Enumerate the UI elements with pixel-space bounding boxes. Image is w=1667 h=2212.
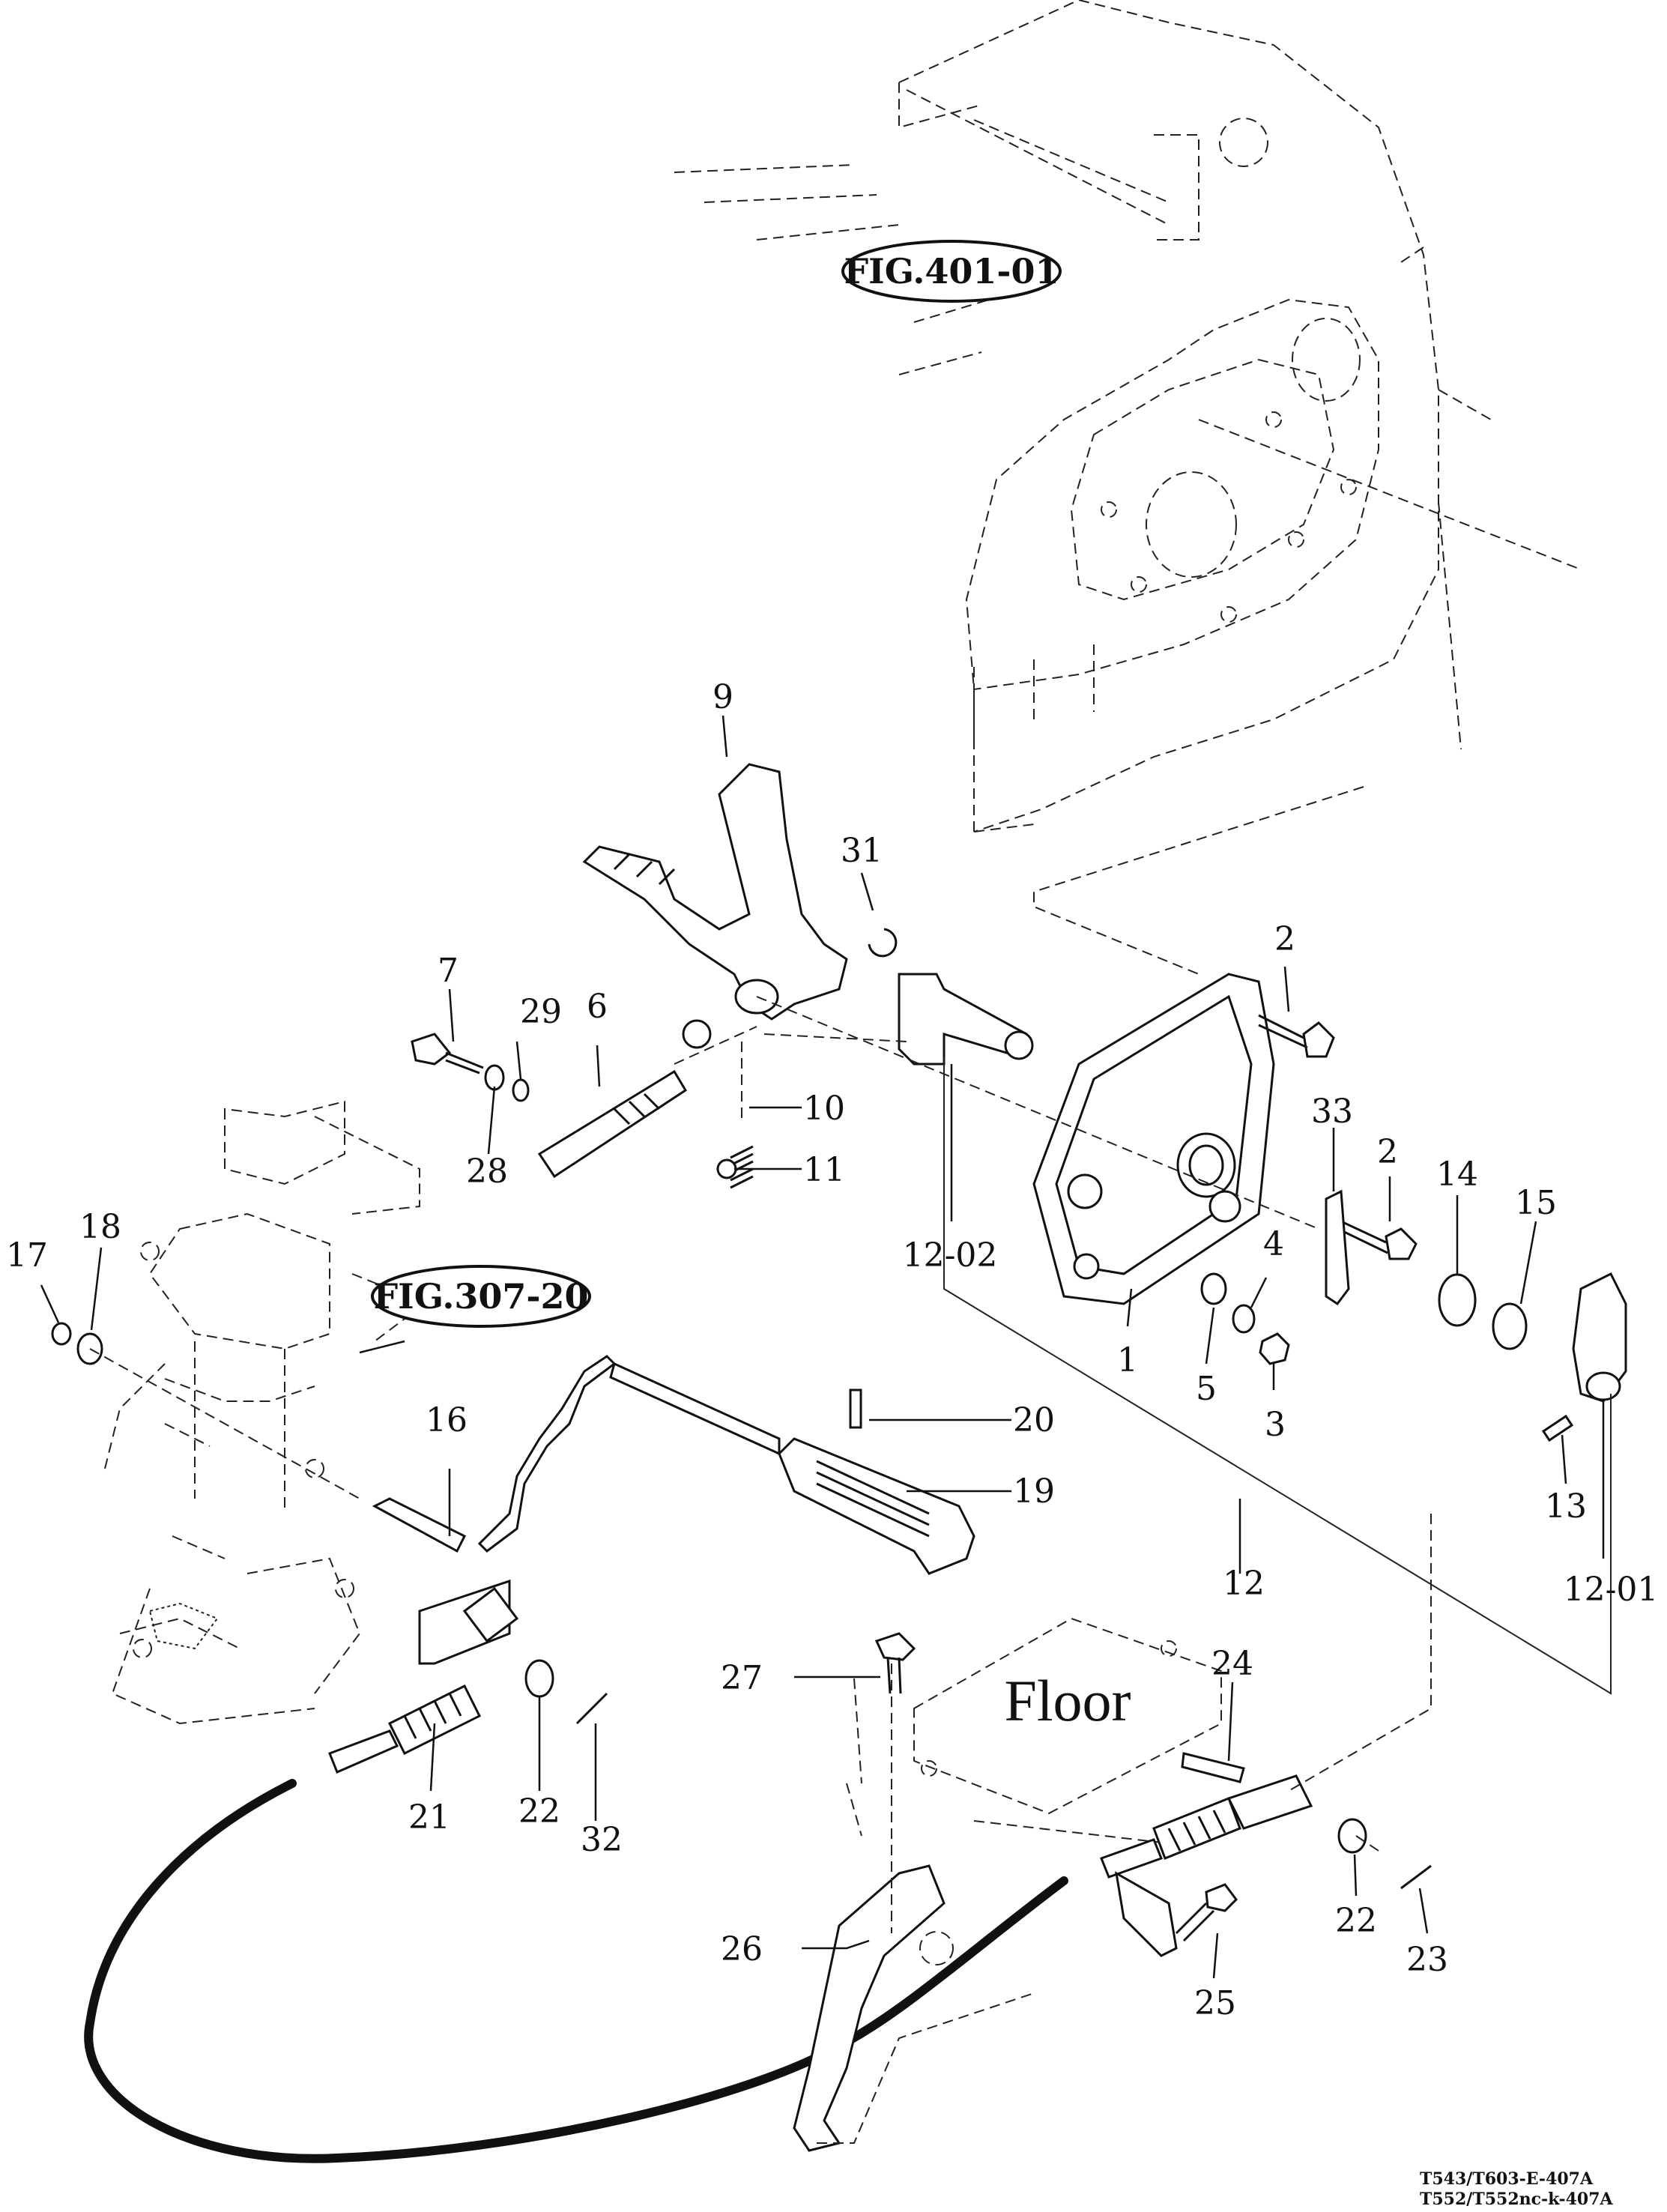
svg-text:FIG.307-20: FIG.307-20 <box>374 1276 589 1317</box>
part-spring <box>730 1145 754 1189</box>
part-label: 25 <box>1194 1984 1236 2022</box>
part-arm <box>1572 1272 1627 1403</box>
part-bearing <box>1438 1273 1477 1327</box>
part-cotter-pin <box>575 1692 608 1725</box>
part-shift-fork <box>582 763 848 1021</box>
part-label: 9 <box>713 678 733 716</box>
part-label: 22 <box>518 1792 560 1831</box>
part-clip <box>51 1322 72 1346</box>
part-plate <box>1325 1189 1350 1306</box>
part-washer <box>512 1078 530 1102</box>
part-label: 4 <box>1263 1225 1284 1263</box>
part-label: 33 <box>1311 1093 1353 1131</box>
drawing-code: T543/T603-E-407A <box>1420 2169 1594 2189</box>
part-bolt <box>411 1033 484 1075</box>
part-pedal-pad <box>778 1437 975 1575</box>
part-cover <box>1032 973 1275 1305</box>
part-cotter-pin <box>1400 1864 1432 1890</box>
part-pin <box>1181 1752 1245 1783</box>
part-label: 12-01 <box>1564 1571 1659 1609</box>
part-lock-washer <box>1232 1304 1256 1334</box>
part-label: 7 <box>438 952 459 990</box>
part-label: 20 <box>1013 1401 1055 1439</box>
part-bolt <box>1258 1014 1335 1058</box>
part-label: 10 <box>803 1090 845 1128</box>
part-bolt <box>1340 1220 1418 1260</box>
part-washer <box>1200 1272 1227 1305</box>
svg-text:FIG.401-01: FIG.401-01 <box>844 251 1059 291</box>
part-shift-shaft <box>537 1019 712 1179</box>
part-label: 16 <box>426 1401 468 1439</box>
transmission-housing <box>674 0 1582 832</box>
part-label: 15 <box>1515 1184 1557 1222</box>
part-label: 12-02 <box>903 1236 998 1275</box>
part-washer <box>484 1064 505 1091</box>
part-clutch-cable <box>84 1779 1068 2163</box>
part-label: 28 <box>466 1152 508 1191</box>
part-snap-ring <box>868 928 898 958</box>
part-washer <box>1492 1302 1528 1350</box>
part-label: 5 <box>1196 1370 1217 1408</box>
floor-label: Floor <box>1004 1668 1131 1733</box>
part-label: 6 <box>587 988 608 1026</box>
fig-ref-307-20[interactable]: FIG.307-20 <box>371 1265 591 1328</box>
part-label: 2 <box>1377 1133 1398 1171</box>
part-label: 18 <box>79 1208 121 1246</box>
part-washer <box>1337 1818 1367 1854</box>
part-label: 2 <box>1274 920 1295 958</box>
part-pin <box>849 1388 862 1429</box>
part-bolt <box>874 1632 916 1694</box>
part-label: 21 <box>408 1798 450 1837</box>
pedal-bracket-assembly <box>104 1100 420 1725</box>
part-label: 22 <box>1335 1902 1377 1940</box>
part-pin <box>1541 1414 1574 1442</box>
part-label: 23 <box>1406 1941 1448 1979</box>
part-label: 1 <box>1117 1341 1138 1380</box>
part-washer <box>524 1659 554 1698</box>
part-label: 32 <box>581 1821 623 1859</box>
part-label: 14 <box>1436 1155 1478 1194</box>
part-label: 11 <box>803 1151 845 1189</box>
part-label: 3 <box>1265 1406 1286 1444</box>
part-label: 29 <box>520 993 562 1031</box>
part-label: 24 <box>1211 1645 1253 1683</box>
part-ball <box>716 1158 737 1179</box>
part-cable-end <box>328 1586 519 1774</box>
part-label: 13 <box>1545 1487 1587 1526</box>
part-label: 19 <box>1013 1472 1055 1511</box>
part-bolt <box>1175 1883 1238 1942</box>
part-label: 31 <box>841 832 883 870</box>
part-bracket <box>793 1864 946 2152</box>
drawing-code: T552/T552nc-k-407A <box>1420 2190 1614 2209</box>
part-label: 12 <box>1223 1565 1265 1603</box>
part-lever-arm <box>898 973 1034 1066</box>
part-label: 27 <box>721 1659 763 1697</box>
fig-ref-401-01[interactable]: FIG.401-01 <box>841 240 1062 303</box>
part-nut <box>1259 1332 1290 1365</box>
part-cable-end <box>1100 1774 1313 1957</box>
part-label: 17 <box>6 1236 48 1275</box>
part-label: 26 <box>721 1930 763 1968</box>
